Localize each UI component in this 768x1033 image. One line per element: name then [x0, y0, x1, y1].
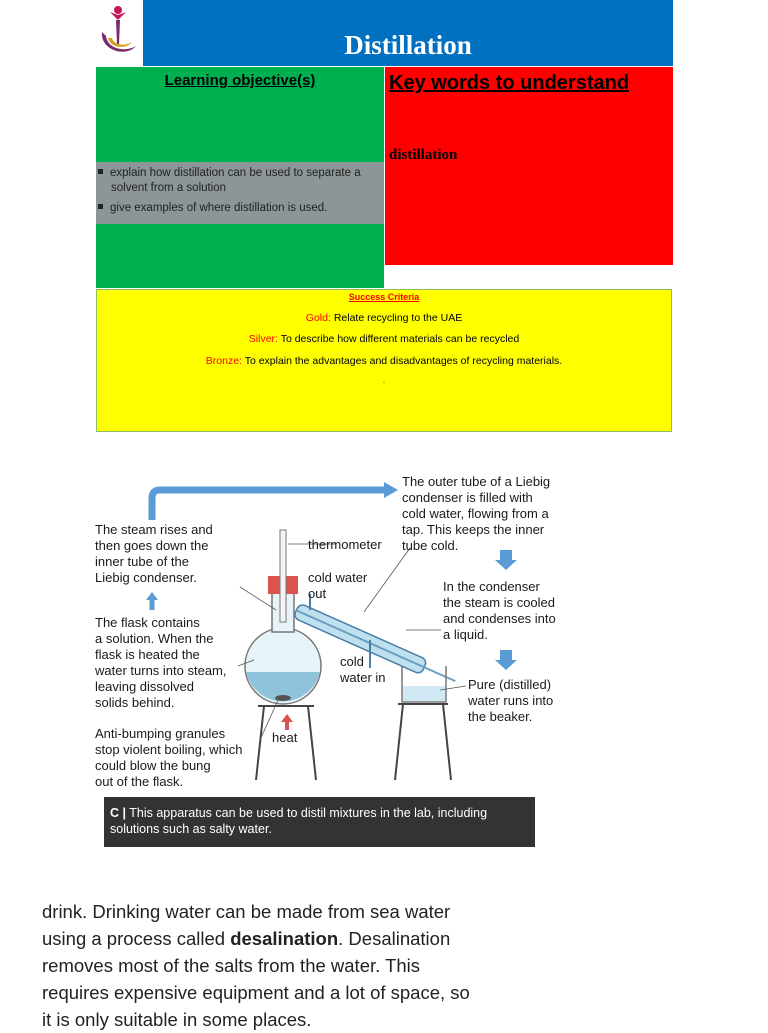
distillation-apparatus-diagram — [146, 482, 517, 781]
up-arrow-icon — [146, 592, 158, 610]
down-arrow-icon — [495, 550, 517, 570]
list-item: give examples of where distillation is u… — [98, 201, 327, 216]
success-criteria-title: Success Criteria — [348, 292, 420, 302]
bullet-icon — [98, 204, 103, 209]
page-title: Distillation — [344, 30, 472, 60]
beaker — [401, 666, 447, 703]
caption-bar — [104, 797, 535, 847]
list-item: explain how distillation can be used to … — [98, 166, 361, 181]
thermometer-label: thermometer — [308, 537, 382, 552]
logo — [96, 0, 143, 66]
flow-arrow-icon — [148, 486, 385, 520]
down-arrow-icon — [495, 650, 517, 670]
thermometer — [279, 529, 287, 623]
learning-objective-list: explain how distillation can be used to … — [96, 162, 384, 224]
school-logo-icon — [101, 6, 136, 52]
heat-arrow-icon — [281, 714, 293, 730]
heat-label: heat — [272, 730, 298, 745]
body-paragraph: drink. Drinking water can be made from s… — [42, 901, 470, 1030]
bullet-icon — [98, 169, 103, 174]
diagram-caption: C | This apparatus can be used to distil… — [110, 806, 488, 836]
stray-dot: . — [382, 376, 386, 385]
list-item-continuation: solvent from a solution — [111, 182, 227, 194]
key-words-heading: Key words to understand — [389, 72, 630, 94]
learning-objective-heading: Learning objective(s) — [164, 72, 316, 89]
key-words-panel — [385, 67, 673, 265]
header-bar — [143, 0, 673, 66]
success-criteria-panel — [96, 289, 672, 432]
bronze-criterion: Bronze: To explain the advantages and di… — [205, 355, 563, 367]
gold-criterion: Gold: Relate recycling to the UAE — [305, 312, 463, 324]
key-word: distillation — [389, 147, 458, 163]
silver-criterion: Silver: To describe how different materi… — [248, 333, 520, 345]
